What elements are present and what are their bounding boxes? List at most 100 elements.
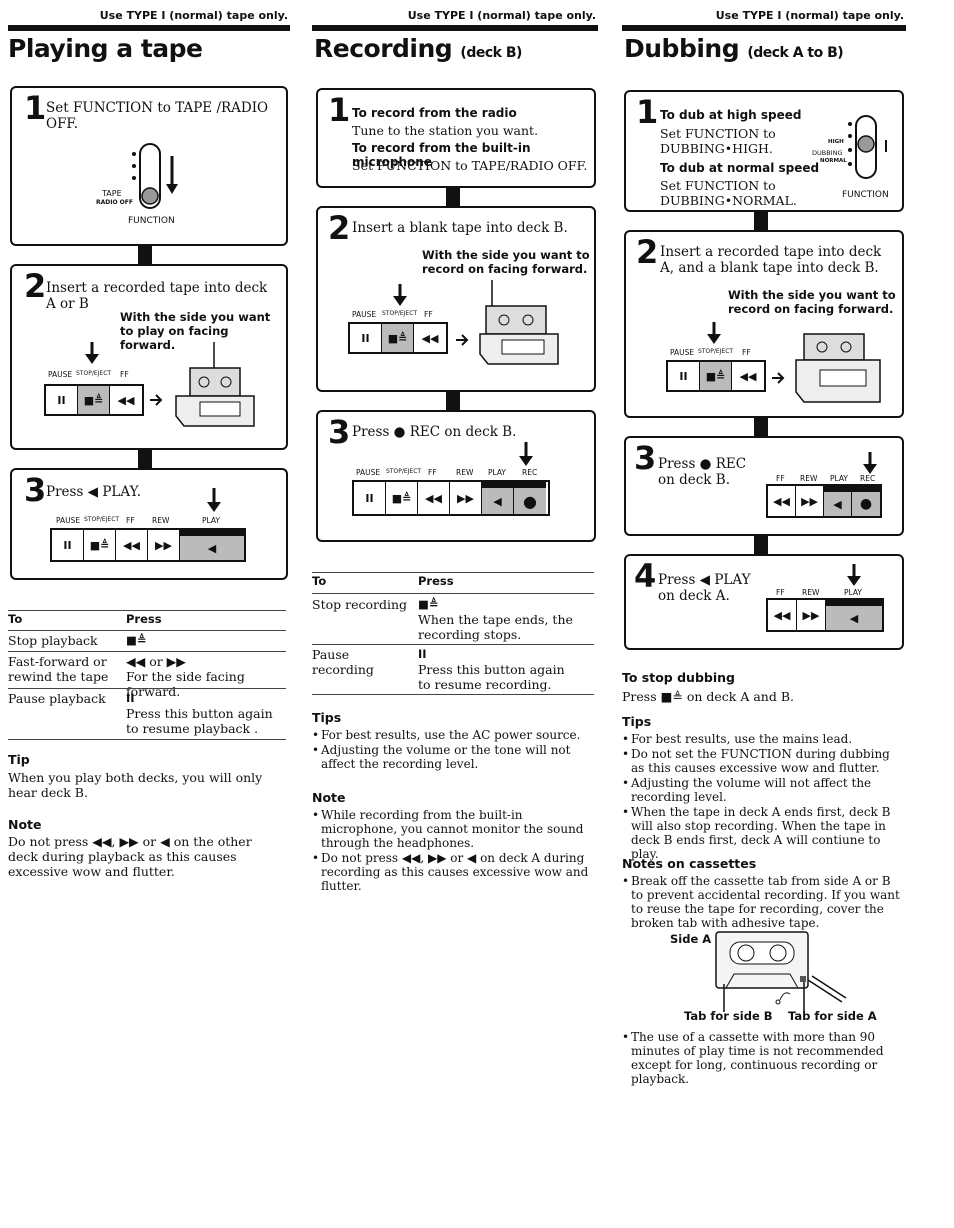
down-arrow-icon	[207, 488, 221, 512]
title-main: Dubbing	[624, 34, 740, 63]
step-2-box: 2 Insert a recorded tape into deck A or …	[10, 264, 288, 450]
ff-button[interactable]: ◀◀	[768, 486, 797, 516]
step-text: Tune to the station you want.	[352, 123, 539, 138]
header-rule	[312, 25, 598, 31]
play-button[interactable]: ◀	[824, 486, 853, 516]
ff-button[interactable]: ◀◀	[116, 530, 148, 560]
ff-button[interactable]: ◀◀	[739, 369, 757, 383]
table-row-desc: Press this button again to resume record…	[418, 662, 565, 692]
stop-eject-button[interactable]: ■≜	[84, 530, 116, 560]
tab-side-a-label: Tab for side A	[788, 1009, 877, 1023]
playing-section: Use TYPE I (normal) tape only. Playing a…	[8, 0, 290, 1228]
table-rule	[8, 651, 286, 652]
control-panel: II ■≜ ◀◀	[666, 360, 766, 392]
right-arrow-icon	[150, 394, 163, 406]
stop-eject-button[interactable]: ■≜	[78, 386, 110, 414]
table-rule	[8, 688, 286, 689]
tape-type-note: Use TYPE I (normal) tape only.	[407, 9, 596, 22]
page-title: Playing a tape	[8, 34, 203, 63]
step-text: Set FUNCTION to TAPE /RADIO OFF.	[46, 100, 269, 132]
play-button[interactable]: ◀	[826, 600, 882, 630]
page-title: Dubbing (deck A to B)	[624, 34, 844, 63]
step-heading: To record from the radio	[352, 106, 517, 120]
page-title: Recording (deck B)	[314, 34, 522, 63]
ff-label: FF	[126, 516, 135, 525]
down-arrow-icon	[847, 564, 861, 586]
down-arrow-icon	[85, 342, 99, 364]
rew-button[interactable]: ▶▶	[450, 482, 482, 514]
pause-label: PAUSE	[670, 348, 695, 357]
step-number: 2	[636, 233, 659, 271]
rew-button[interactable]: ▶▶	[797, 600, 826, 630]
tips-list: For best results, use the AC power sourc…	[312, 728, 596, 772]
pause-button[interactable]: II	[46, 386, 78, 414]
table-rule	[312, 644, 594, 645]
table-row-press: ■≜	[418, 597, 439, 611]
step-text: Press ◀ PLAY.	[46, 484, 142, 500]
step-heading: To record from the built-in microphone	[352, 141, 531, 169]
stop-eject-label: STOP/EJECT	[84, 516, 120, 523]
connector-bar	[138, 246, 152, 264]
ff-label: FF	[120, 370, 129, 379]
table-row-to: Pause playback	[8, 691, 106, 706]
cassette-deck-icon	[479, 280, 559, 365]
pause-button[interactable]: II	[350, 324, 382, 352]
rew-button[interactable]: ▶▶	[148, 530, 180, 560]
step-number: 4	[634, 557, 657, 595]
rec-button[interactable]: ●	[852, 486, 881, 516]
pause-button[interactable]: II	[668, 362, 700, 390]
step-2-box: 2 Insert a recorded tape into deck A, an…	[624, 230, 904, 418]
list-item: Adjusting the volume will not affect the…	[622, 776, 904, 804]
cassette-notes-heading: Notes on cassettes	[622, 856, 757, 871]
ff-button[interactable]: ◀◀	[418, 482, 450, 514]
function-switch-diagram	[132, 143, 178, 209]
table-header-to: To	[8, 612, 23, 626]
step-number: 3	[328, 413, 351, 451]
step-1-box: 1 To record from the radio Tune to the s…	[316, 88, 596, 188]
table-row-desc: For the side facing forward.	[126, 669, 245, 699]
rew-label: REW	[456, 468, 474, 477]
tips-heading: Tips	[312, 710, 342, 725]
step-text: Set FUNCTION to DUBBING•HIGH.	[660, 126, 776, 156]
connector-bar	[446, 188, 460, 206]
rec-label: REC	[522, 468, 538, 477]
stop-dubbing-heading: To stop dubbing	[622, 670, 735, 685]
pause-button[interactable]: II	[52, 530, 84, 560]
ff-button[interactable]: ◀◀	[421, 331, 439, 345]
table-header-press: Press	[418, 574, 454, 588]
tape-type-note: Use TYPE I (normal) tape only.	[715, 9, 904, 22]
list-item: For best results, use the mains lead.	[622, 732, 904, 746]
step-1-box: 1 Set FUNCTION to TAPE /RADIO OFF. TAPE …	[10, 86, 288, 246]
control-panel: ◀◀ ▶▶ ◀ ●	[766, 484, 882, 518]
rew-label: REW	[152, 516, 170, 525]
control-panel: ◀◀ ▶▶ ◀	[766, 598, 884, 632]
connector-bar	[138, 450, 152, 468]
table-header-to: To	[312, 574, 327, 588]
rew-button[interactable]: ▶▶	[796, 486, 825, 516]
stop-eject-button[interactable]: ■≜	[386, 482, 418, 514]
list-item: For best results, use the AC power sourc…	[312, 728, 596, 742]
step-text: Set FUNCTION to DUBBING•NORMAL.	[660, 178, 797, 208]
step-1-box: 1 To dub at high speed Set FUNCTION to D…	[624, 90, 904, 212]
stop-eject-button[interactable]: ■≜	[382, 324, 414, 352]
pause-button[interactable]: II	[354, 482, 386, 514]
step-number: 2	[24, 267, 47, 305]
step-number: 3	[24, 471, 47, 509]
ff-button[interactable]: ◀◀	[117, 393, 135, 407]
stop-eject-label: STOP/EJECT	[386, 468, 422, 475]
table-row-to: Stop recording	[312, 597, 408, 612]
rec-button[interactable]: ●	[514, 482, 546, 514]
rew-label: REW	[802, 588, 820, 597]
ff-label: FF	[424, 310, 433, 319]
cassette-deck-icon	[795, 333, 881, 403]
stop-eject-button[interactable]: ■≜	[700, 362, 732, 390]
pause-label: PAUSE	[56, 516, 81, 525]
ff-button[interactable]: ◀◀	[768, 600, 797, 630]
title-main: Recording	[314, 34, 453, 63]
play-button[interactable]: ◀	[482, 482, 514, 514]
play-button[interactable]: ◀	[180, 530, 244, 560]
title-sub: (deck B)	[460, 45, 522, 61]
step-text: Press ● REC on deck B.	[352, 424, 517, 440]
table-row-press: ◀◀ or ▶▶	[126, 654, 186, 669]
down-arrow-icon	[393, 284, 407, 306]
